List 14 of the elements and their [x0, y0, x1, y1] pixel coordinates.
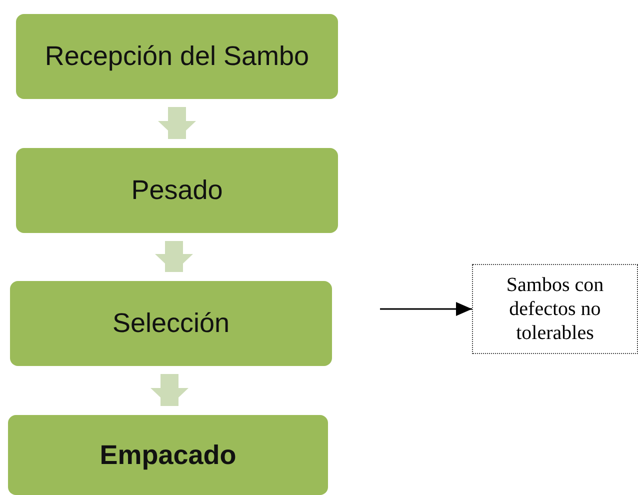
step-label: Selección	[112, 308, 230, 339]
block-arrow	[155, 241, 193, 272]
arrow	[380, 302, 472, 316]
process-box	[16, 148, 338, 233]
step-label: Recepción del Sambo	[44, 41, 310, 72]
step-label: Empacado	[100, 440, 236, 470]
block-arrow	[150, 374, 188, 406]
note-text: Sambos con defectos no tolerables	[505, 273, 605, 345]
note-box	[472, 264, 638, 354]
process-box	[10, 281, 332, 366]
step-label: Pesado	[131, 175, 223, 206]
process-box	[16, 14, 338, 99]
block-arrow	[158, 107, 196, 139]
process-box	[8, 415, 328, 495]
